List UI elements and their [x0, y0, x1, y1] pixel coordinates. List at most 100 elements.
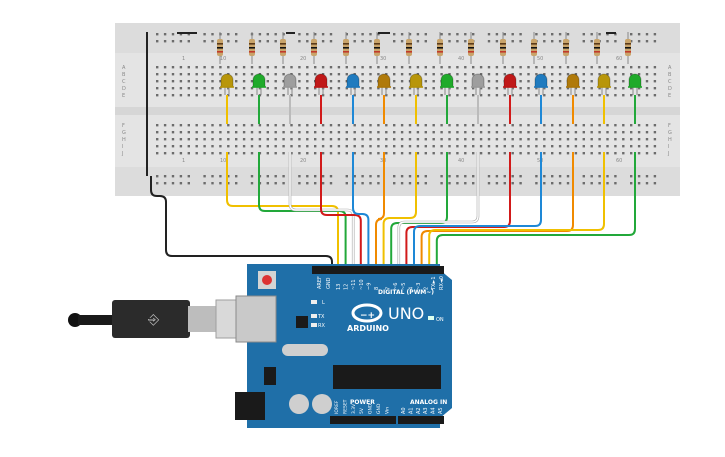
analog-header [398, 416, 444, 424]
analog-pin-label: A3 [423, 407, 429, 414]
aref-label: AREF [317, 276, 323, 289]
row-letter: J [667, 151, 669, 157]
power-pin-label: GND [368, 403, 374, 414]
column-number: 60 [616, 158, 622, 164]
analog-pin-label: A5 [438, 407, 444, 414]
led [220, 73, 234, 88]
power-header [330, 416, 396, 424]
digital-pin-label: 2 [424, 287, 430, 290]
breadboard-rail-bottom [115, 167, 680, 196]
gnd-label: GND [326, 277, 332, 289]
column-number: 10 [220, 158, 226, 164]
column-number: 60 [616, 56, 622, 62]
power-pin-label: RESET [342, 399, 348, 414]
row-letter: A [122, 65, 126, 71]
row-letter: E [122, 93, 125, 99]
power-pin-label: Vin [384, 407, 390, 414]
column-number: 40 [458, 56, 464, 62]
arduino-uno-board: −+ ARDUINO UNO DIGITAL (PWM~) POWER ANAL… [235, 264, 452, 428]
power-label: POWER [350, 399, 375, 406]
arduino-logo [351, 303, 383, 323]
column-number: 10 [220, 56, 226, 62]
led [534, 73, 548, 88]
breadboard-center-channel [115, 107, 680, 115]
power-pin-label: IOREF [334, 400, 340, 414]
digital-label: DIGITAL (PWM~) [378, 289, 434, 296]
resistors [217, 32, 631, 64]
usb-icon: ⎆ [148, 312, 160, 328]
row-letter: B [122, 72, 126, 78]
svg-text:−+: −+ [360, 311, 375, 321]
led [314, 73, 328, 88]
tx-label: TX [317, 314, 325, 320]
led [628, 73, 642, 88]
row-letter: C [668, 79, 672, 85]
power-pin-label: 3.3V [351, 403, 357, 414]
digital-pin-label: ~11 [351, 279, 357, 290]
column-number: 1 [182, 56, 185, 62]
led [409, 73, 423, 88]
leds [220, 73, 642, 95]
row-letter: H [122, 137, 126, 143]
column-number: 40 [458, 158, 464, 164]
led-wire [352, 152, 370, 268]
analog-label: ANALOG IN [410, 399, 447, 406]
row-letter: F [668, 123, 671, 129]
analog-pin-label: A2 [416, 407, 422, 414]
row-letter: G [122, 130, 126, 136]
arduino-brand: ARDUINO [347, 324, 389, 333]
led [346, 73, 360, 88]
small-chip [296, 316, 308, 328]
digital-pin-label: RX◄0 [439, 276, 445, 290]
column-number: 20 [300, 158, 306, 164]
row-letter: J [121, 151, 123, 157]
row-letter: C [122, 79, 126, 85]
column-number: 50 [537, 56, 543, 62]
digital-pin-label: ~9 [366, 283, 372, 290]
on-label: ON [436, 317, 444, 323]
led [566, 73, 580, 88]
column-number: 30 [380, 56, 386, 62]
digital-pin-label: ~5 [401, 283, 407, 290]
atmega-chip [333, 365, 441, 389]
breadboard-rail-top [115, 23, 680, 53]
digital-pin-label: 7 [386, 287, 392, 290]
power-pin-label: 5V [359, 407, 365, 414]
row-letter: I [122, 144, 123, 150]
row-letter: A [668, 65, 672, 71]
gnd-wire [150, 176, 333, 268]
digital-pin-label: ~10 [359, 279, 365, 290]
wires [150, 95, 636, 268]
on-led [428, 316, 434, 320]
led [283, 73, 297, 88]
column-number: 1 [182, 158, 185, 164]
arduino-model: UNO [388, 304, 424, 323]
row-letter: F [122, 123, 125, 129]
column-number: 20 [300, 56, 306, 62]
led-wire [382, 152, 417, 268]
analog-pin-label: A0 [401, 407, 407, 414]
led [597, 73, 611, 88]
led-wire [435, 152, 636, 268]
breadboard-holes [156, 33, 657, 185]
led [252, 73, 266, 88]
led-wire [375, 152, 385, 268]
row-letter: G [668, 130, 672, 136]
capacitor-2 [312, 394, 332, 414]
voltage-regulator [264, 367, 276, 385]
digital-pin-label: 13 [336, 284, 342, 290]
led [471, 73, 485, 88]
digital-pin-label: 12 [344, 284, 350, 290]
reset-button-cap[interactable] [262, 275, 272, 285]
digital-header [312, 266, 444, 274]
analog-pin-label: A1 [408, 407, 414, 414]
led [440, 73, 454, 88]
analog-pin-label: A4 [431, 407, 437, 414]
digital-pin-label: TX►1 [431, 276, 437, 291]
digital-pin-label: 8 [374, 287, 380, 290]
led [503, 73, 517, 88]
